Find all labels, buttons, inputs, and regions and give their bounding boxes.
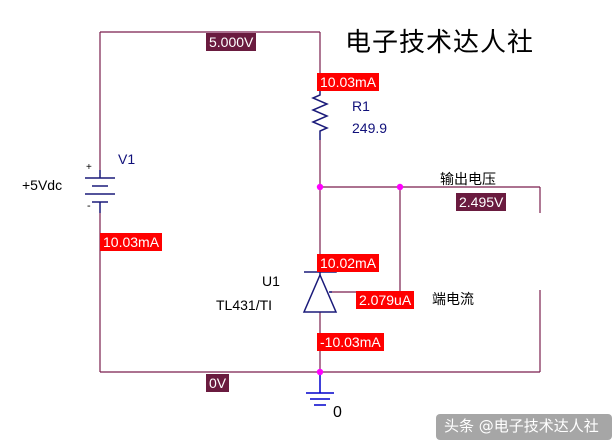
footer-watermark: 头条 @电子技术达人社 xyxy=(444,417,599,435)
regulator-name: U1 xyxy=(262,273,280,289)
probe-voltage-top: 5.000V xyxy=(206,33,257,51)
probe-current-u1-cathode: 10.02mA xyxy=(317,254,380,272)
tl431-symbol xyxy=(302,268,338,313)
battery-symbol xyxy=(85,170,115,213)
resistor-symbol xyxy=(311,85,329,140)
ground-label: 0 xyxy=(333,404,342,421)
source-name: V1 xyxy=(118,151,136,167)
annotation-ref-current: 端电流 xyxy=(432,291,474,307)
probe-voltage-output: 2.495V xyxy=(456,193,507,211)
watermark-backdrop xyxy=(436,414,612,440)
annotation-output-voltage: 输出电压 xyxy=(440,171,496,187)
source-plus-marker: + xyxy=(86,162,92,173)
page-title: 电子技术达人社 xyxy=(345,28,535,58)
probe-current-r1: 10.03mA xyxy=(317,73,380,91)
source-minus-marker: - xyxy=(87,200,91,212)
junction-dot-ref xyxy=(396,183,404,191)
junction-dot-ground xyxy=(316,368,324,376)
probe-current-v1: 10.03mA xyxy=(100,233,163,251)
regulator-value: TL431/TI xyxy=(216,297,273,313)
resistor-name: R1 xyxy=(352,98,370,114)
probe-current-u1-ref: 2.079uA xyxy=(356,291,415,309)
resistor-value: 249.9 xyxy=(352,120,388,136)
junction-dot-output xyxy=(316,183,324,191)
probe-voltage-ground: 0V xyxy=(206,374,230,392)
ground-symbol xyxy=(306,372,334,406)
source-value: +5Vdc xyxy=(22,177,63,193)
probe-current-u1-anode: -10.03mA xyxy=(317,333,384,351)
